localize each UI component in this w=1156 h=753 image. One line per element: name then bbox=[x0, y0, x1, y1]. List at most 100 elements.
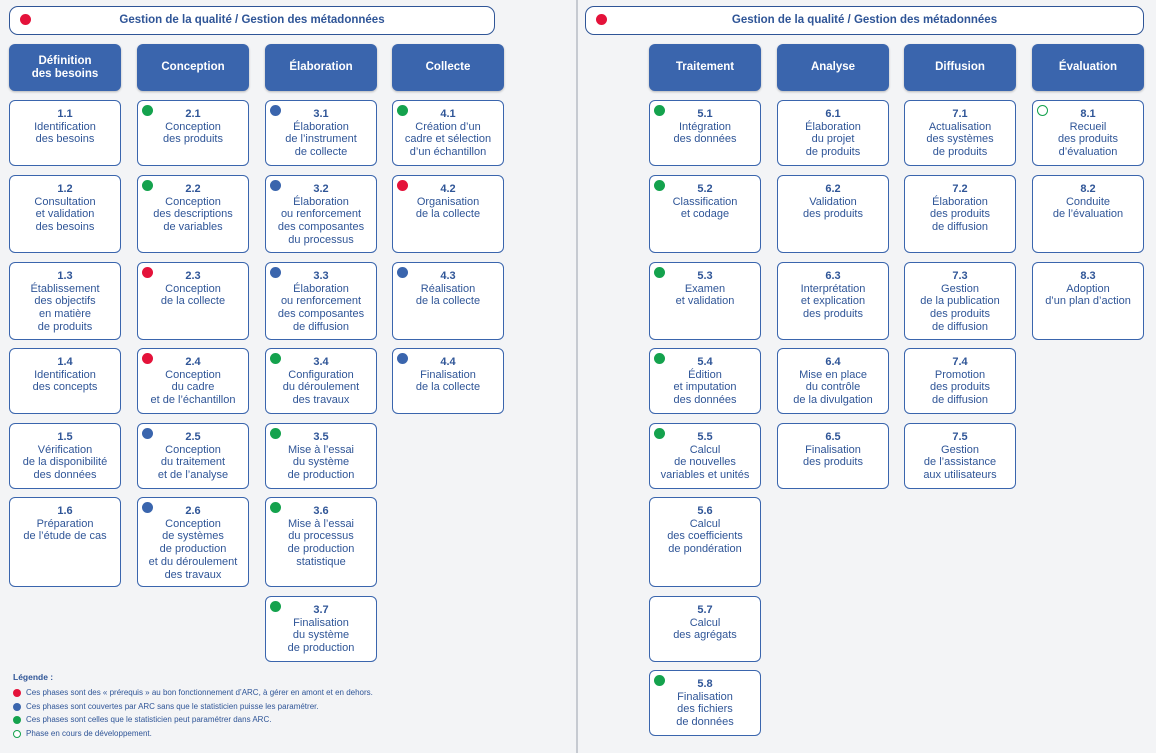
legend: Légende : Ces phases sont des « prérequi… bbox=[13, 671, 373, 741]
subprocess-number: 6.1 bbox=[825, 108, 841, 120]
legend-text: Ces phases sont couvertes par ARC sans q… bbox=[26, 701, 319, 711]
subprocess-label: Mise en place du contrôle de la divulgat… bbox=[793, 368, 873, 407]
subprocess-number: 5.7 bbox=[697, 604, 713, 616]
subprocess-label: Identification des besoins bbox=[34, 120, 96, 146]
subprocess-label: Promotion des produits de diffusion bbox=[930, 368, 990, 407]
subprocess-label: Actualisation des systèmes de produits bbox=[926, 120, 994, 159]
subprocess-number: 7.4 bbox=[952, 356, 968, 368]
subprocess-label: Adoption d’un plan d’action bbox=[1045, 282, 1131, 308]
subprocess-number: 8.3 bbox=[1080, 270, 1096, 282]
phase-header: Traitement bbox=[649, 44, 761, 91]
quality-management-banner-left: Gestion de la qualité / Gestion des méta… bbox=[9, 6, 495, 35]
subprocess-label: Recueil des produits d’évaluation bbox=[1058, 120, 1118, 159]
subprocess-number: 3.5 bbox=[313, 431, 329, 443]
hollow-dot-icon bbox=[1037, 105, 1048, 116]
blue-dot-icon bbox=[142, 428, 153, 439]
subprocess-label: Validation des produits bbox=[803, 195, 863, 221]
green-dot-icon bbox=[654, 428, 665, 439]
subprocess-number: 8.2 bbox=[1080, 183, 1096, 195]
subprocess-number: 5.8 bbox=[697, 678, 713, 690]
subprocess-label: Mise à l’essai du processus de productio… bbox=[287, 517, 355, 568]
phase-header: Définition des besoins bbox=[9, 44, 121, 91]
subprocess-label: Conduite de l’évaluation bbox=[1052, 195, 1124, 221]
subprocess-label: Finalisation des fichiers de données bbox=[676, 690, 734, 729]
subprocess-number: 1.4 bbox=[57, 356, 73, 368]
subprocess-number: 4.3 bbox=[440, 270, 456, 282]
subprocess-number: 3.1 bbox=[313, 108, 329, 120]
subprocess-label: Élaboration de l’instrument de collecte bbox=[285, 120, 357, 159]
subprocess-number: 5.1 bbox=[697, 108, 713, 120]
green-dot-icon bbox=[142, 105, 153, 116]
subprocess-number: 5.2 bbox=[697, 183, 713, 195]
subprocess-label: Calcul des coefficients de pondération bbox=[667, 517, 743, 556]
subprocess-label: Conception de systèmes de production et … bbox=[148, 517, 238, 581]
banner-text: Gestion de la qualité / Gestion des méta… bbox=[119, 14, 385, 26]
blue-dot-icon bbox=[142, 502, 153, 513]
blue-dot-icon bbox=[270, 267, 281, 278]
blue-dot-icon bbox=[270, 105, 281, 116]
green-dot-icon bbox=[270, 428, 281, 439]
phase-title: Analyse bbox=[810, 61, 856, 73]
green-dot-icon bbox=[654, 105, 665, 116]
subprocess-number: 1.6 bbox=[57, 505, 73, 517]
red-dot-icon bbox=[397, 180, 408, 191]
green-dot-icon bbox=[270, 353, 281, 364]
subprocess-number: 2.5 bbox=[185, 431, 201, 443]
phase-title: Traitement bbox=[675, 61, 735, 73]
subprocess-number: 3.2 bbox=[313, 183, 329, 195]
subprocess-number: 6.3 bbox=[825, 270, 841, 282]
phase-header: Évaluation bbox=[1032, 44, 1144, 91]
green-dot-icon bbox=[13, 716, 21, 725]
green-dot-icon bbox=[270, 502, 281, 513]
subprocess-label: Conception de la collecte bbox=[160, 282, 226, 308]
quality-management-banner-right: Gestion de la qualité / Gestion des méta… bbox=[585, 6, 1144, 35]
green-dot-icon bbox=[270, 601, 281, 612]
subprocess-number: 2.2 bbox=[185, 183, 201, 195]
subprocess-number: 1.5 bbox=[57, 431, 73, 443]
subprocess-number: 1.1 bbox=[57, 108, 73, 120]
legend-item: Ces phases sont couvertes par ARC sans q… bbox=[13, 700, 373, 714]
legend-item: Ces phases sont celles que le statistici… bbox=[13, 713, 373, 727]
phase-title: Élaboration bbox=[289, 61, 353, 73]
subprocess-number: 8.1 bbox=[1080, 108, 1096, 120]
subprocess-number: 7.3 bbox=[952, 270, 968, 282]
subprocess-number: 2.3 bbox=[185, 270, 201, 282]
legend-item: Phase en cours de développement. bbox=[13, 727, 373, 741]
subprocess-number: 6.2 bbox=[825, 183, 841, 195]
subprocess-label: Mise à l’essai du système de production bbox=[287, 443, 355, 482]
phase-header: Élaboration bbox=[265, 44, 377, 91]
subprocess-number: 1.3 bbox=[57, 270, 73, 282]
subprocess-label: Gestion de l’assistance aux utilisateurs bbox=[923, 443, 997, 482]
subprocess-label: Calcul des agrégats bbox=[673, 616, 737, 642]
subprocess-label: Conception des produits bbox=[163, 120, 223, 146]
subprocess-number: 3.7 bbox=[313, 604, 329, 616]
subprocess-label: Élaboration des produits de diffusion bbox=[930, 195, 990, 234]
red-dot-icon bbox=[596, 14, 607, 25]
subprocess-number: 4.1 bbox=[440, 108, 456, 120]
phase-header: Conception bbox=[137, 44, 249, 91]
subprocess-label: Finalisation de la collecte bbox=[415, 368, 481, 394]
subprocess-label: Finalisation du système de production bbox=[287, 616, 355, 655]
subprocess-label: Calcul de nouvelles variables et unités bbox=[660, 443, 750, 482]
